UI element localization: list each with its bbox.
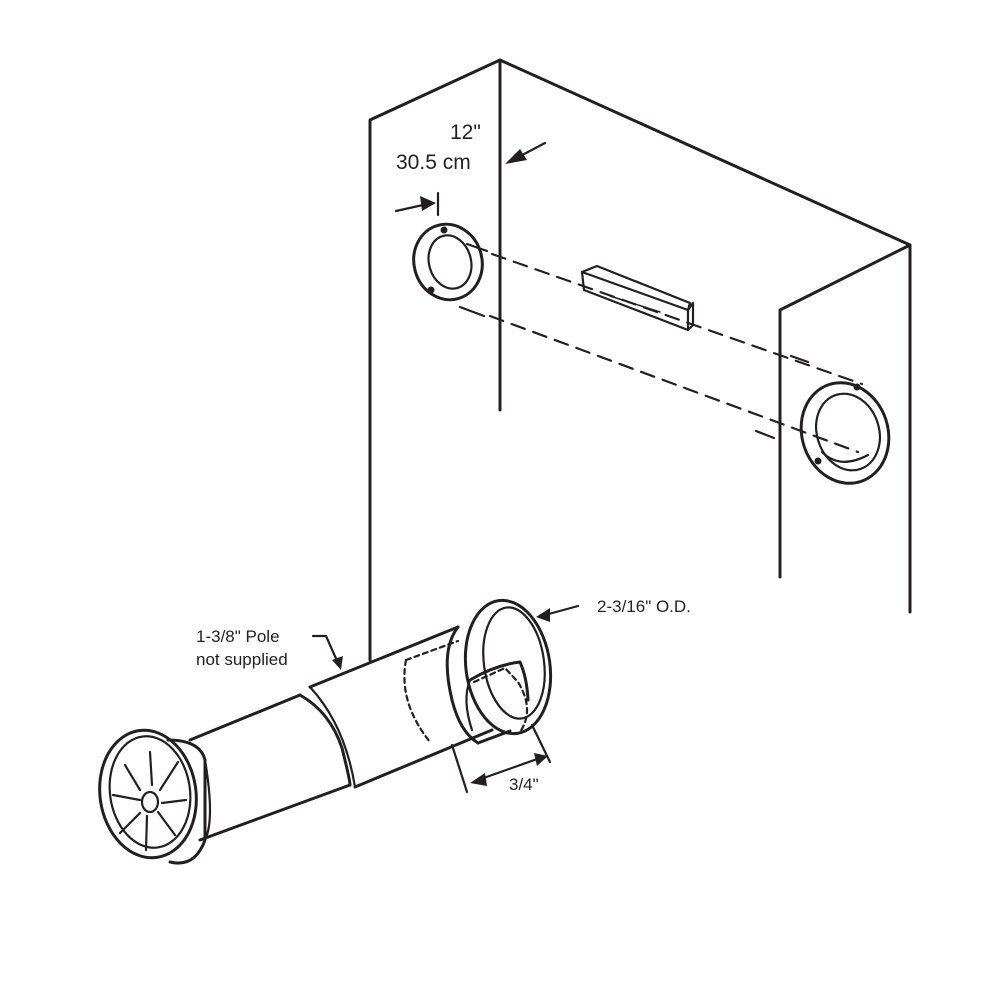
- wall-outline: [368, 58, 912, 662]
- pole-size-label: 1-3/8" Pole: [196, 627, 280, 646]
- depth-dimension: 3/4": [450, 723, 552, 794]
- outer-diameter-label: 2-3/16" O.D.: [597, 597, 691, 616]
- left-wall-socket: [412, 222, 484, 302]
- offset-dimension: 12" 30.5 cm: [394, 121, 547, 217]
- right-wall-socket: [799, 381, 891, 485]
- offset-cm-label: 30.5 cm: [396, 151, 471, 174]
- pole-end-flange: [98, 728, 198, 860]
- pole-socket-cup: [445, 598, 553, 745]
- depth-label: 3/4": [509, 775, 539, 794]
- left-socket-screws: [458, 242, 489, 318]
- pole-note-callout: 1-3/8" Pole not supplied: [196, 627, 343, 670]
- pole-tube-front: [188, 693, 352, 842]
- installation-guide-lines: [488, 252, 864, 454]
- pole-tube-back: [308, 625, 494, 789]
- right-socket-screws: [754, 354, 810, 440]
- pole-segment: [580, 264, 695, 332]
- pole-not-supplied-label: not supplied: [196, 650, 288, 669]
- offset-inches-label: 12": [450, 121, 481, 144]
- outer-diameter-callout: 2-3/16" O.D.: [536, 597, 691, 622]
